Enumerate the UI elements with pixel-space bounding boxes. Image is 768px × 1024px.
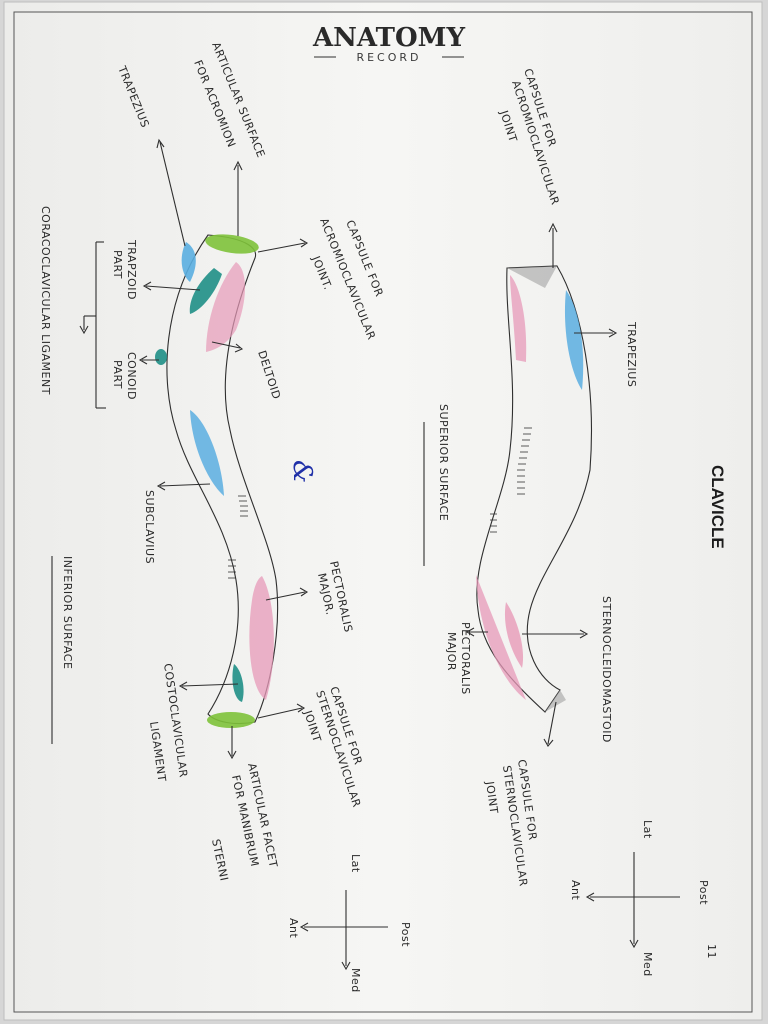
inferior-teal-trapezoid xyxy=(189,268,222,314)
page-number: 11 xyxy=(705,944,718,959)
page-border xyxy=(13,11,753,1013)
inferior-roughness-hatch xyxy=(228,495,248,579)
sup-compass-med: Med xyxy=(641,952,654,977)
inferior-pink-pectoralis xyxy=(249,576,274,700)
superior-lateral-end-hatch xyxy=(507,266,557,288)
superior-arrows xyxy=(465,222,618,747)
superior-roughness-hatch xyxy=(490,427,532,533)
inferior-teal-conoid xyxy=(155,349,167,365)
superior-pink-scm xyxy=(504,602,524,668)
label-sup-trapezius: TRAPEZIUS xyxy=(625,321,638,387)
inferior-pink-deltoid xyxy=(206,262,245,352)
superior-blue-trapezius xyxy=(564,290,584,390)
label-sup-pectoralis-1: PECTORALIS xyxy=(459,622,472,695)
label-inf-conoid-2: PART xyxy=(111,360,124,389)
inf-compass-med: Med xyxy=(349,968,362,993)
header-title: ANATOMY xyxy=(312,23,465,53)
inf-compass-ant: Ant xyxy=(287,918,300,938)
inferior-teal-costoclavicular xyxy=(232,664,244,702)
label-inf-trapezoid-1: TRAPZOID xyxy=(125,239,138,300)
clavicle-title: CLAVICLE xyxy=(708,465,727,549)
label-inf-conoid-1: CONOID xyxy=(125,352,138,400)
inferior-clavicle-outline xyxy=(166,234,279,725)
label-inf-subclavius: SUBCLAVIUS xyxy=(143,490,156,564)
inferior-surface-label: INFERIOR SURFACE xyxy=(61,556,74,669)
label-inf-trapezoid-2: PART xyxy=(111,250,124,279)
label-inf-coracoclavicular: CORACOCLAVICULAR LIGAMENT xyxy=(39,206,52,395)
inferior-blue-trapezius xyxy=(181,242,196,282)
superior-medial-end-hatch xyxy=(545,690,566,712)
articular-facet-manubrium xyxy=(207,712,255,728)
label-sup-pectoralis-2: MAJOR xyxy=(445,632,458,671)
sup-compass-lat: Lat xyxy=(641,820,654,839)
sup-compass-ant: Ant xyxy=(569,880,582,900)
paper-sheet xyxy=(3,1,763,1021)
coracoclavicular-bracket xyxy=(79,241,106,409)
label-sup-capsule-sc-3: JOINT xyxy=(483,780,501,815)
articular-surface-acromion xyxy=(205,234,259,254)
sup-compass-post: Post xyxy=(697,880,710,905)
inferior-blue-subclavius xyxy=(190,410,224,496)
inf-compass-lat: Lat xyxy=(349,854,362,873)
inf-compass-post: Post xyxy=(399,922,412,947)
superior-pink-lateral xyxy=(510,275,527,362)
superior-pink-medial xyxy=(476,575,526,700)
superior-surface-label: SUPERIOR SURFACE xyxy=(437,404,450,521)
superior-orientation-compass: Post Ant Lat Med xyxy=(569,820,710,977)
signature-mark: & xyxy=(287,460,317,483)
label-sup-scm: STERNOCLEIDOMASTOID xyxy=(600,596,613,743)
header-subtitle: RECORD xyxy=(356,51,421,64)
inferior-arrows xyxy=(138,138,309,760)
inferior-orientation-compass: Post Ant Lat Med xyxy=(287,854,412,993)
